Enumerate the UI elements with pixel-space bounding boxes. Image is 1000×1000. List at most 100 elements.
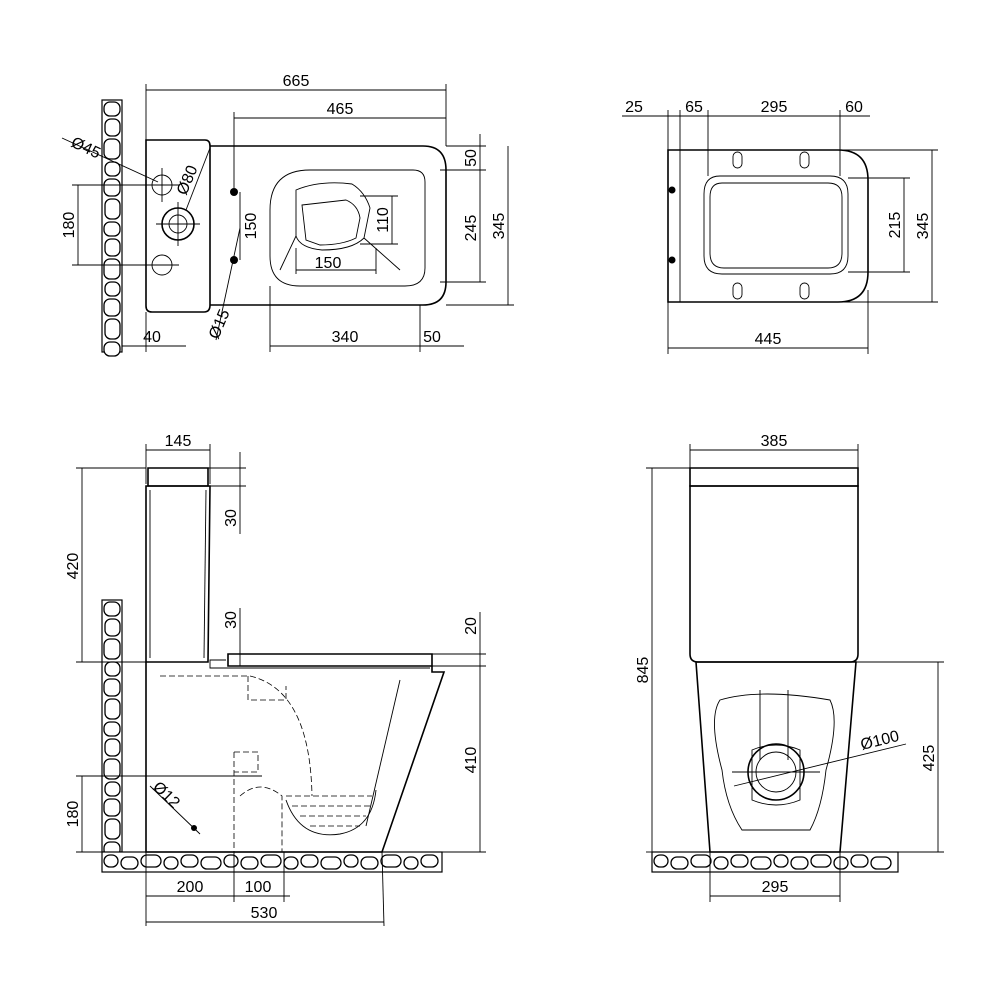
- bowl-inner: [301, 199, 361, 246]
- stone: [180, 854, 199, 868]
- pan-body: [145, 662, 446, 853]
- seat-opening-inner: [709, 182, 843, 269]
- dim-overall-height: 845: [635, 657, 652, 684]
- stone: [104, 818, 121, 840]
- stone: [420, 854, 439, 868]
- seat-view: 25 65 295 60 215 345 445: [622, 99, 938, 354]
- outlet-hidden: [233, 751, 259, 852]
- stone: [103, 138, 121, 160]
- leader: [215, 227, 241, 341]
- stone: [343, 854, 359, 868]
- rim-hidden: [247, 676, 287, 701]
- floor-stones: [653, 854, 892, 870]
- outlet-hidden: [239, 786, 283, 852]
- dim-outlet-dia: Ø12: [149, 779, 183, 812]
- stone: [403, 856, 419, 870]
- dim-seat-width: 345: [915, 213, 932, 240]
- pan-channel: [759, 690, 789, 760]
- dim-seat-thickness: 30: [223, 611, 240, 629]
- stone: [104, 318, 121, 340]
- stone: [103, 101, 121, 117]
- stone: [103, 258, 121, 280]
- tank-lid: [147, 467, 209, 487]
- bowl-outline: [210, 145, 447, 306]
- fixing-dot: [230, 188, 238, 196]
- stone: [103, 854, 119, 868]
- ext-line: [381, 851, 385, 927]
- tank-inner: [203, 489, 207, 659]
- stone: [713, 856, 729, 870]
- bowl-water: [285, 789, 377, 836]
- dim-pad-spacing: 295: [761, 99, 788, 116]
- stone: [103, 758, 121, 780]
- dim-tank-width: 385: [761, 433, 788, 450]
- stone: [103, 298, 121, 317]
- tank-lid-front: [689, 467, 859, 487]
- bowl-front: [365, 679, 401, 827]
- stone: [103, 638, 121, 660]
- stone: [103, 678, 121, 697]
- fixing-dot: [230, 256, 238, 264]
- stone: [240, 856, 259, 870]
- dim-pan-height: 425: [921, 745, 938, 772]
- front-view: Ø100 385 845 425 295: [635, 433, 944, 902]
- dim-inlet-dia: Ø45: [68, 134, 103, 162]
- stone: [104, 781, 121, 797]
- stone: [103, 721, 121, 737]
- dim-wall-gap: 40: [143, 329, 161, 346]
- stone: [773, 854, 789, 868]
- dim-front-gap: 50: [423, 329, 441, 346]
- outlet-recess: [751, 744, 801, 806]
- stone: [103, 601, 121, 617]
- stone: [104, 281, 121, 297]
- seat-outline: [667, 149, 869, 303]
- stone: [730, 854, 749, 868]
- floor-stones: [103, 854, 439, 870]
- stone: [104, 238, 121, 257]
- dim-seat-length: 445: [755, 331, 782, 348]
- leader: [733, 743, 907, 787]
- dim-opening-width: 215: [887, 212, 904, 239]
- stone: [104, 118, 121, 137]
- dim-front-overhang: 60: [845, 99, 863, 116]
- bowl-line: [279, 235, 297, 271]
- stone: [320, 856, 342, 870]
- stone: [200, 856, 222, 870]
- stone: [380, 854, 402, 868]
- top-view: 665 465 Ø45 Ø80 180 40 150 Ø15 150 110: [61, 73, 514, 357]
- pan-opening: [714, 693, 835, 831]
- dim-bowl-opening: 245: [463, 215, 480, 242]
- stone: [223, 854, 239, 868]
- dim-rim-front: 50: [463, 149, 480, 167]
- dim-seat-length: 340: [332, 329, 359, 346]
- hinge-dot: [668, 256, 676, 264]
- stone: [283, 856, 299, 870]
- seat-pad: [732, 151, 743, 169]
- seat-pad: [732, 282, 743, 300]
- bowl-rim: [269, 169, 426, 287]
- stone: [750, 856, 772, 870]
- wall-stones: [103, 601, 121, 857]
- dim-rim-gap: 20: [463, 617, 480, 635]
- stone: [140, 854, 162, 868]
- stone: [870, 856, 892, 870]
- stone: [300, 854, 319, 868]
- stone: [690, 854, 712, 868]
- stone: [790, 856, 809, 870]
- stone: [103, 178, 121, 197]
- dim-hinge-offset: 25: [625, 99, 643, 116]
- leader: [185, 147, 211, 211]
- leader: [61, 137, 159, 183]
- hinge-dot: [668, 186, 676, 194]
- dim-outlet-offset: 200: [177, 879, 204, 896]
- seat-opening-outer: [703, 175, 849, 275]
- tank-body-front: [689, 485, 859, 663]
- stone: [360, 856, 379, 870]
- stone: [104, 698, 121, 720]
- stone: [104, 198, 121, 220]
- tank-plan: [145, 139, 211, 313]
- stone: [104, 618, 121, 637]
- stone: [163, 856, 179, 870]
- dim-lid-height: 30: [223, 509, 240, 527]
